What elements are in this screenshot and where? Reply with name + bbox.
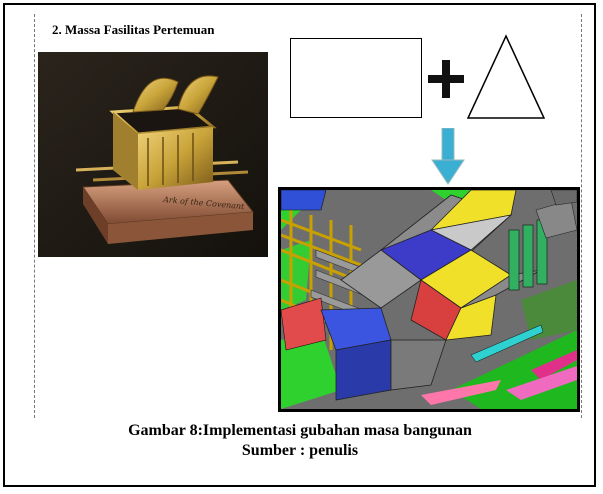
down-arrow-icon: [431, 128, 465, 185]
figure-frame: [3, 3, 596, 487]
left-dashed-margin: [34, 14, 35, 418]
plus-icon: [428, 60, 464, 98]
rectangle-shape: [290, 38, 422, 118]
triangle-shape: [466, 34, 546, 119]
figure-source: Sumber : penulis: [241, 442, 359, 459]
right-dashed-margin: [581, 14, 582, 418]
figure-caption: Gambar 8:Implementasi gubahan masa bangu…: [128, 422, 472, 439]
ark-photo: Ark of the Covenant: [38, 52, 268, 257]
massing-render: [278, 187, 580, 412]
section-heading: 2. Massa Fasilitas Pertemuan: [52, 22, 215, 37]
